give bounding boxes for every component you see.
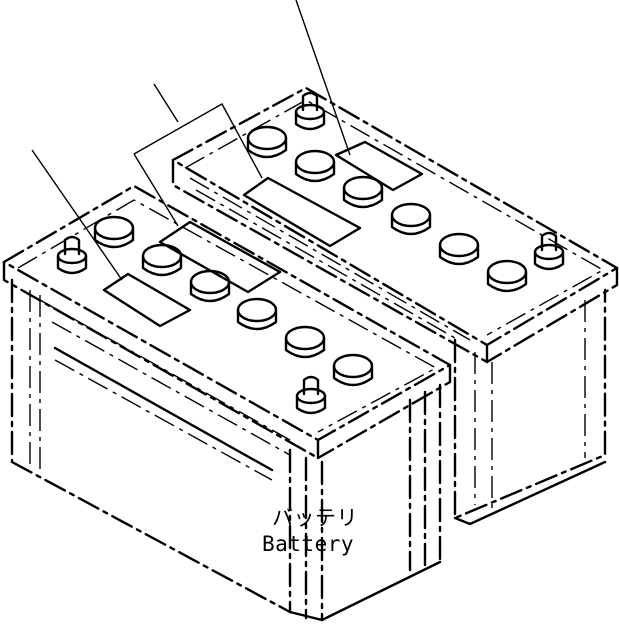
front-battery-case-front — [10, 460, 292, 614]
cell-cap-icon — [93, 215, 135, 249]
leader-line-rear-small-plate — [295, 0, 351, 156]
cell-cap-icon — [141, 243, 183, 277]
cell-cap-icon — [284, 325, 326, 359]
battery-label-japanese: バッテリ — [272, 506, 358, 530]
rear-battery — [171, 86, 619, 526]
cell-cap-icon — [390, 202, 432, 236]
rear-battery-lid-front-edge — [171, 158, 489, 364]
rear-battery-label-plate-large — [242, 176, 362, 248]
front-battery-case-corner — [288, 448, 324, 622]
front-battery-terminal-left-icon — [56, 235, 88, 275]
front-battery-case-left-inner — [29, 290, 41, 475]
front-battery-lid-rim — [17, 199, 438, 433]
cell-cap-icon — [236, 297, 278, 331]
leader-lines — [31, 0, 351, 281]
front-battery-case-rib-long — [53, 346, 274, 472]
cell-cap-icon — [486, 259, 528, 293]
cell-cap-icon — [246, 125, 288, 159]
front-battery-lid-front-edge — [2, 260, 320, 460]
rear-battery-case-front — [453, 288, 607, 520]
front-battery-case-bottom — [288, 560, 442, 622]
cell-cap-icon — [438, 232, 480, 266]
leader-line-bracket — [153, 83, 179, 123]
front-battery-terminal-right-icon — [295, 375, 327, 415]
rear-battery-terminal-right-icon — [533, 231, 565, 271]
leader-line-bracket-shape — [133, 103, 263, 227]
front-battery-case-rib-mid — [54, 359, 273, 481]
front-battery — [2, 184, 452, 622]
cell-cap-icon — [332, 353, 374, 387]
cell-cap-icon — [294, 149, 336, 183]
rear-battery-terminal-left-icon — [294, 91, 326, 131]
front-battery-label-plate-small — [158, 220, 282, 294]
front-battery-case-rib-top — [39, 299, 291, 456]
rear-battery-lid-rim — [184, 99, 605, 336]
battery-label-english: Battery — [262, 532, 355, 556]
front-battery-lid-right-edge — [316, 363, 452, 460]
front-battery-label-plate-large — [102, 272, 192, 328]
front-battery-case-right — [408, 383, 442, 572]
rear-battery-lid-right-edge — [485, 266, 619, 364]
front-battery-lid-outline — [2, 184, 452, 442]
leader-line-front-plate — [31, 149, 123, 281]
rear-battery-lid-rib — [189, 177, 471, 341]
cell-cap-icon — [189, 269, 231, 303]
rear-battery-cell-caps — [246, 125, 528, 293]
rear-battery-case-inner — [474, 300, 586, 512]
cell-cap-icon — [342, 175, 384, 209]
rear-battery-label-plate-small — [334, 140, 424, 192]
rear-battery-case-bottom — [453, 460, 607, 526]
